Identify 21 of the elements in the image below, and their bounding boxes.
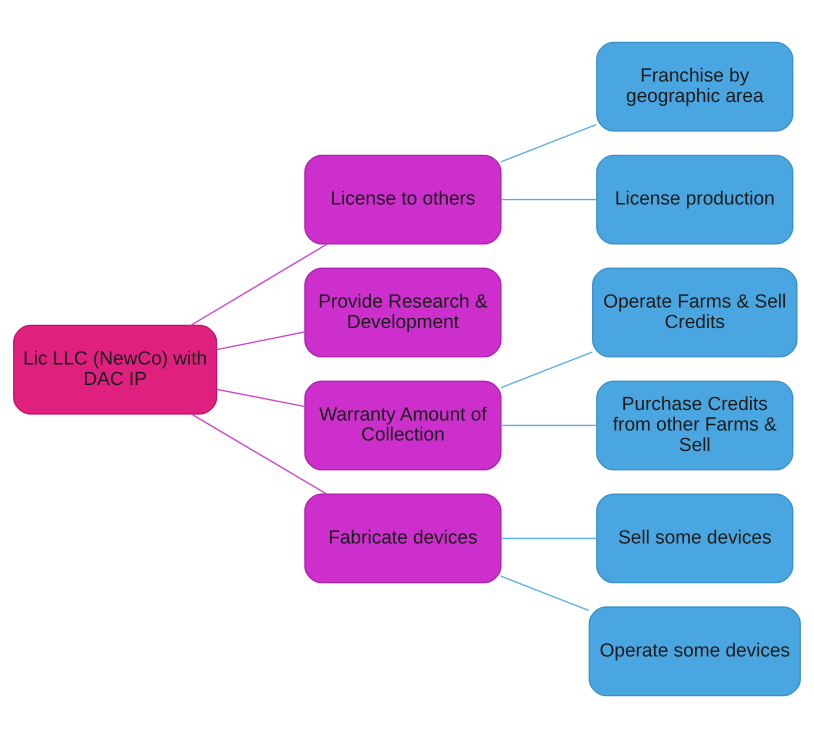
node-box: License to others <box>304 154 502 244</box>
node-box: Franchise by geographic area <box>596 41 794 132</box>
node-box: License production <box>596 154 794 244</box>
connector <box>500 575 590 611</box>
connector <box>216 330 305 350</box>
connector <box>500 350 593 388</box>
node-box: Fabricate devices <box>304 493 502 583</box>
connector <box>190 242 328 326</box>
node-box: Operate Farms & Sell Credits <box>592 267 798 357</box>
node-box: Sell some devices <box>596 493 794 583</box>
node-box: Lic LLC (NewCo) with DAC IP <box>13 324 218 414</box>
node-box: Warranty Amount of Collection <box>304 380 502 470</box>
connector <box>191 412 328 494</box>
node-box: Provide Research & Development <box>304 267 502 357</box>
connector <box>500 537 596 539</box>
connector <box>216 388 305 407</box>
node-box: Operate some devices <box>588 606 801 696</box>
connector <box>500 424 596 426</box>
node-box: Purchase Credits from other Farms & Sell <box>596 380 794 470</box>
connector <box>500 123 597 162</box>
connector <box>500 198 596 200</box>
